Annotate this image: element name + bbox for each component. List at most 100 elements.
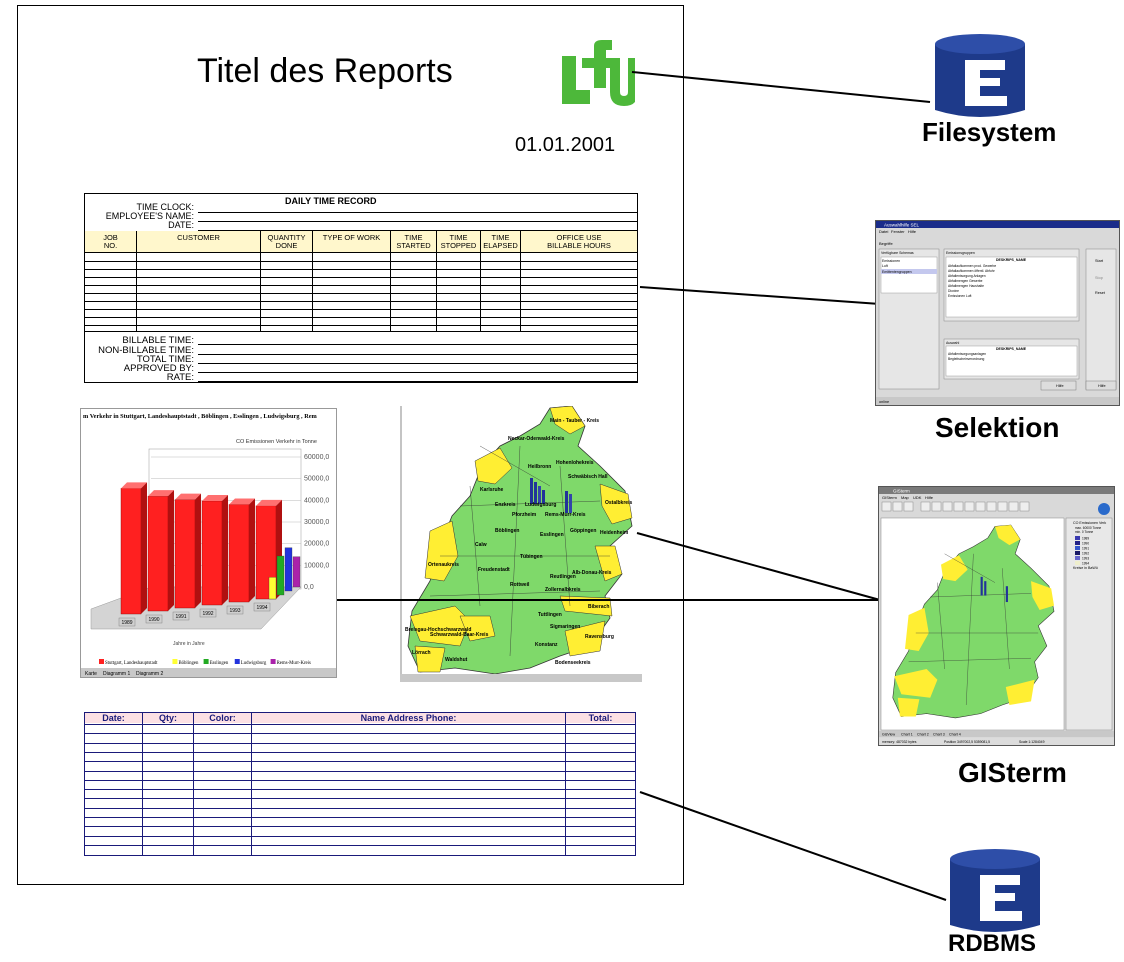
menu-map[interactable]: Map bbox=[901, 495, 910, 500]
tab-chart-2[interactable]: Chart 2 bbox=[917, 733, 929, 737]
grid-bottom-line bbox=[85, 331, 637, 332]
stop-button[interactable]: Stop bbox=[1095, 276, 1103, 280]
zoom-all-icon[interactable] bbox=[964, 501, 975, 512]
gis-mini-bar bbox=[984, 581, 987, 596]
connector-table-selektion bbox=[639, 286, 881, 305]
y-tick-label: 10000,0 bbox=[304, 562, 329, 569]
left-list[interactable] bbox=[880, 256, 938, 294]
mid-list-item[interactable]: Abfallmengen Haushalte bbox=[948, 284, 984, 288]
map-label: Böblingen bbox=[495, 528, 519, 534]
zoom-out-icon[interactable] bbox=[942, 501, 953, 512]
grid-row-line bbox=[85, 317, 637, 318]
print-icon[interactable] bbox=[903, 501, 914, 512]
tab-begriffe[interactable]: Begriffe bbox=[879, 241, 893, 246]
selected-panel-title: Auswahl bbox=[946, 341, 959, 345]
mid-list-item[interactable]: Abfallmengen Gewerbe bbox=[948, 279, 983, 283]
bar-side-face bbox=[168, 490, 174, 611]
approved-by-label: APPROVED BY: bbox=[123, 363, 194, 374]
action-panel bbox=[1085, 248, 1117, 390]
menu-hilfe[interactable]: Hilfe bbox=[925, 495, 934, 500]
tab-chart-3[interactable]: Chart 3 bbox=[933, 733, 945, 737]
order-col-qty: Qty: bbox=[143, 713, 193, 723]
category-box bbox=[145, 614, 163, 624]
tab-chart-4[interactable]: Chart 4 bbox=[949, 733, 961, 737]
menu-hilfe[interactable]: Hilfe bbox=[908, 229, 917, 234]
district-ravensburg bbox=[564, 620, 606, 657]
menu-gisterm[interactable]: GISterm bbox=[882, 495, 898, 500]
status-position: Position 3497002,5 5359081,5 bbox=[944, 740, 990, 744]
zoom-in-icon[interactable] bbox=[931, 501, 942, 512]
tab-chart-1[interactable]: Chart 1 bbox=[901, 733, 913, 737]
rdbms-label: RDBMS bbox=[948, 930, 1036, 957]
menu-fenster[interactable]: Fenster bbox=[891, 229, 905, 234]
tab-diagramm-1[interactable]: Diagramm 1 bbox=[103, 671, 130, 677]
bar-side-face bbox=[141, 482, 147, 614]
legend-label: Ludwigsburg bbox=[241, 661, 267, 666]
map-label: Rottweil bbox=[510, 582, 530, 588]
map-label: Main - Tauber - Kreis bbox=[550, 418, 599, 424]
bar-esslingen-1994 bbox=[276, 555, 285, 596]
tab-karte[interactable]: Karte bbox=[85, 671, 97, 677]
mid-list-item[interactable]: Emissionen Luft bbox=[948, 294, 972, 298]
hand-icon[interactable] bbox=[920, 501, 931, 512]
mid-list[interactable] bbox=[945, 256, 1078, 318]
grid-row-line bbox=[85, 325, 637, 326]
map-label: Tuttlingen bbox=[538, 612, 562, 618]
bar-chart-tabbar bbox=[81, 668, 336, 677]
order-row-line bbox=[85, 742, 635, 744]
mid-list-item[interactable]: Abfallaufkommen öffentl. Abfuhr bbox=[948, 269, 996, 273]
export-icon[interactable] bbox=[1008, 501, 1019, 512]
db-cylinder-top bbox=[935, 34, 1025, 54]
left-list-item[interactable]: Emittentengruppen bbox=[882, 270, 912, 274]
pointer-icon[interactable] bbox=[1019, 501, 1030, 512]
status-memory: memory: 487032 bytes bbox=[882, 740, 917, 744]
district-main-tauber bbox=[549, 406, 586, 435]
hilfe-button-left[interactable] bbox=[1040, 380, 1077, 391]
info-icon[interactable] bbox=[997, 501, 1008, 512]
mid-list-item[interactable]: Abfallaufkommen prod. Gewerbe bbox=[948, 264, 996, 268]
x-tick-label: 1989 bbox=[121, 620, 132, 626]
gisterm-tabbar bbox=[879, 731, 1114, 737]
date-line bbox=[198, 230, 638, 231]
grid-column bbox=[85, 253, 137, 331]
gis-state-outline bbox=[892, 524, 1055, 719]
layer-icon[interactable] bbox=[986, 501, 997, 512]
map-label: Alb-Donau-Kreis bbox=[572, 570, 612, 576]
gisterm-toolbar bbox=[881, 501, 1030, 512]
mid-list-item[interactable]: Dioxine bbox=[948, 289, 959, 293]
grid-row-line bbox=[85, 301, 637, 302]
grid-row-line bbox=[85, 309, 637, 310]
rate-line bbox=[198, 381, 638, 382]
selected-list-item[interactable]: Begleitscheinverordnung bbox=[948, 357, 984, 361]
menu-datei[interactable]: Datei bbox=[879, 229, 888, 234]
x-tick-label: 1994 bbox=[256, 605, 267, 611]
selected-list-item[interactable]: Abfallentsorgungsanlagen bbox=[948, 352, 986, 356]
zoom-box-icon[interactable] bbox=[953, 501, 964, 512]
left-list-item[interactable]: Emissionen bbox=[882, 259, 900, 263]
tab-diagramm-2[interactable]: Diagramm 2 bbox=[136, 671, 163, 677]
globe-icon[interactable] bbox=[1098, 503, 1110, 515]
open-icon[interactable] bbox=[881, 501, 892, 512]
selected-list[interactable] bbox=[945, 345, 1078, 377]
select-icon[interactable] bbox=[975, 501, 986, 512]
left-list-item[interactable]: Luft bbox=[882, 264, 888, 268]
order-row-line bbox=[85, 761, 635, 763]
y-tick-label: 40000,0 bbox=[304, 497, 329, 504]
status-scale: Scale 1:1284049 bbox=[1019, 740, 1045, 744]
reset-button[interactable]: Reset bbox=[1095, 291, 1106, 295]
legend-year-label: 1990 bbox=[1082, 542, 1089, 546]
category-box bbox=[172, 611, 190, 621]
y-tick-label: 50000,0 bbox=[304, 476, 329, 483]
col-header-type-of-work: TYPE OF WORK bbox=[313, 231, 391, 253]
employee-name-line bbox=[198, 221, 638, 222]
order-row-line bbox=[85, 770, 635, 772]
globe-small-icon[interactable] bbox=[892, 501, 903, 512]
mid-list-item[interactable]: Abfallentsorgung Anlagen bbox=[948, 274, 986, 278]
start-button[interactable]: Start bbox=[1095, 259, 1104, 263]
menu-udk[interactable]: UDK bbox=[913, 495, 922, 500]
connector-ordertable-rdbms bbox=[639, 791, 947, 901]
tab-gisview[interactable]: GisView bbox=[882, 733, 896, 737]
hilfe-button-right[interactable] bbox=[1085, 380, 1117, 391]
order-row-line bbox=[85, 724, 635, 725]
